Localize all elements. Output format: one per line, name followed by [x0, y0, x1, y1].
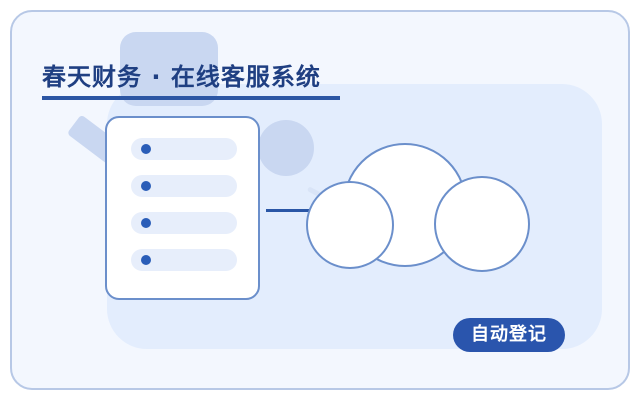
page-title: 春天财务 · 在线客服系统	[42, 63, 321, 91]
bullet-icon	[141, 144, 151, 154]
decorative-rectangle	[120, 32, 218, 106]
list-item	[131, 249, 237, 271]
cloud-icon	[300, 138, 540, 278]
bullet-icon	[141, 181, 151, 191]
auto-register-button[interactable]: 自动登记	[453, 318, 565, 352]
decorative-circle	[258, 120, 314, 176]
list-item	[131, 138, 237, 160]
connector-line	[266, 209, 330, 212]
bullet-icon	[141, 218, 151, 228]
title-underline	[42, 96, 340, 100]
list-item	[131, 212, 237, 234]
bullet-icon	[141, 255, 151, 265]
list-item	[131, 175, 237, 197]
document-list-icon	[105, 116, 260, 300]
